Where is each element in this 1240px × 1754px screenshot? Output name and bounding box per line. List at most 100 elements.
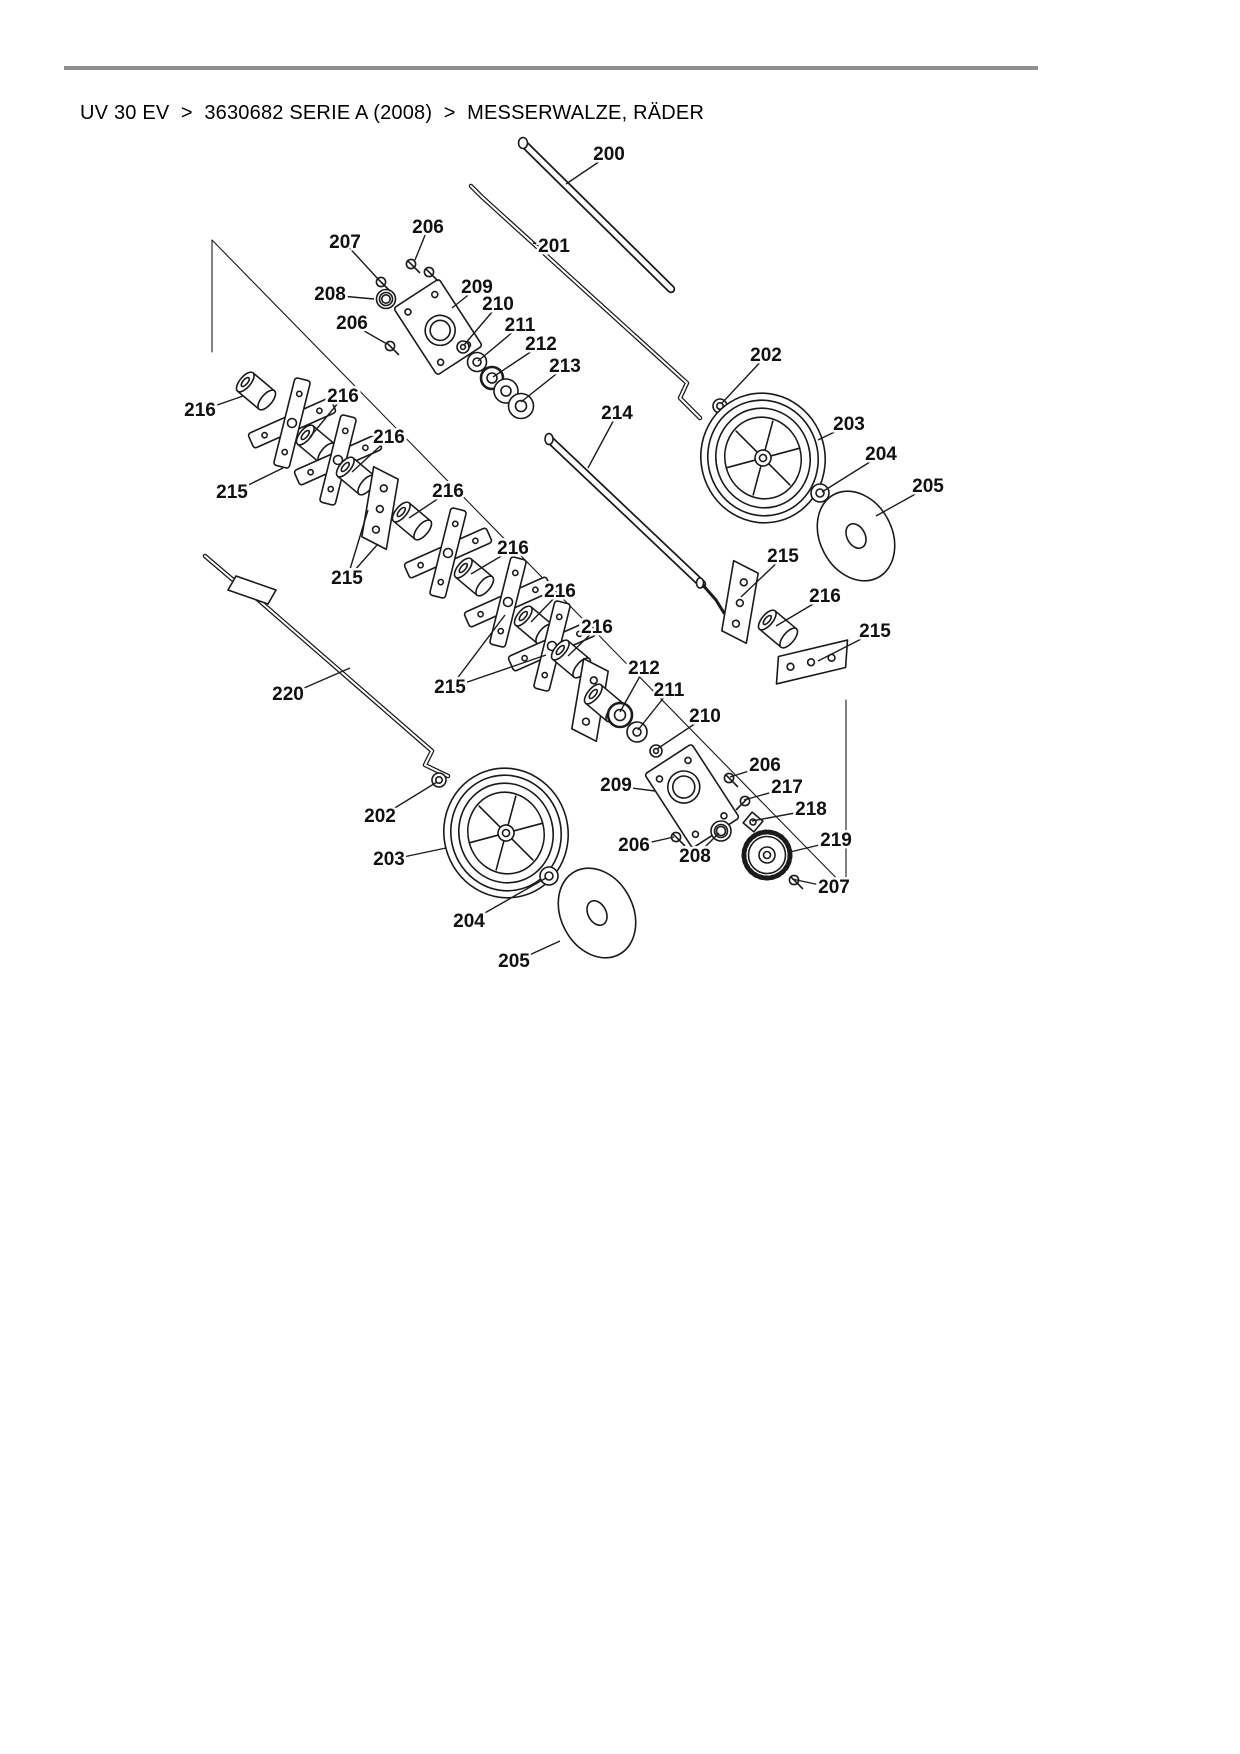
part-callout-203: 203 <box>373 849 405 870</box>
part-callout-203: 203 <box>833 414 865 435</box>
callout-leader-211 <box>477 325 521 362</box>
part-callout-206: 206 <box>749 755 781 776</box>
callout-leader-202 <box>379 781 438 818</box>
callout-leader-214 <box>587 413 618 469</box>
part-callout-202: 202 <box>364 806 396 827</box>
part-callout-206: 206 <box>618 835 650 856</box>
part-callout-213: 213 <box>549 356 581 377</box>
callout-leader-216 <box>567 627 598 657</box>
screw-206-b <box>423 266 439 282</box>
adjuster-rod-220 <box>202 553 451 779</box>
callout-leader-205 <box>875 486 929 517</box>
bearing-bracket-209-bottom <box>644 744 740 848</box>
spacer-216 <box>450 554 498 600</box>
callout-leader-218 <box>751 809 812 822</box>
callout-leader-213 <box>520 366 566 403</box>
spacer-216 <box>232 368 280 414</box>
part-callout-204: 204 <box>453 911 485 932</box>
callout-leader-216 <box>775 596 826 627</box>
part-callout-209: 209 <box>600 775 632 796</box>
callout-leader-216 <box>470 548 514 575</box>
callout-leader-220 <box>287 667 351 696</box>
knife-plate-215 <box>719 559 761 645</box>
washer-211-bottom <box>626 721 648 743</box>
part-callout-216: 216 <box>497 538 529 559</box>
rod-bracket <box>227 575 277 605</box>
callout-leader-207 <box>791 878 835 889</box>
callout-leader-208 <box>329 294 375 300</box>
callout-leader-202 <box>721 355 767 404</box>
part-callout-216: 216 <box>432 481 464 502</box>
part-callout-212: 212 <box>628 658 660 679</box>
part-callout-216: 216 <box>184 400 216 421</box>
callout-leader-211 <box>637 690 670 731</box>
part-callout-205: 205 <box>498 951 530 972</box>
callout-leader-205 <box>513 940 561 963</box>
callout-leader-216 <box>351 437 390 473</box>
callout-leader-215 <box>346 509 369 580</box>
callout-leader-208 <box>694 832 720 858</box>
callout-leader-216 <box>408 491 449 519</box>
screw-206-c <box>384 340 400 356</box>
callout-leader-215 <box>449 654 547 689</box>
part-callout-220: 220 <box>272 684 304 705</box>
part-callout-216: 216 <box>373 427 405 448</box>
part-callout-216: 216 <box>544 581 576 602</box>
bearing-212-bottom <box>606 701 634 729</box>
callout-leader-217 <box>743 787 788 801</box>
part-callout-215: 215 <box>216 482 248 503</box>
callout-leader-212 <box>619 668 645 713</box>
callout-leader-215 <box>740 556 784 598</box>
part-callout-208: 208 <box>679 846 711 867</box>
callout-leader-216 <box>309 396 344 438</box>
part-callout-207: 207 <box>329 232 361 253</box>
part-callout-206: 206 <box>336 313 368 334</box>
callout-leader-204 <box>821 454 882 493</box>
callout-leader-206 <box>729 765 766 778</box>
axle-nut-202-bottom <box>431 772 447 788</box>
part-callout-207: 207 <box>818 877 850 898</box>
screw-206-a <box>405 258 421 274</box>
callout-leader-216 <box>199 395 244 412</box>
wheel-203-top <box>685 378 841 538</box>
part-callout-210: 210 <box>689 706 721 727</box>
part-callout-205: 205 <box>912 476 944 497</box>
part-callout-217: 217 <box>771 777 803 798</box>
part-callout-212: 212 <box>525 334 557 355</box>
top-rule <box>64 66 1038 70</box>
hub-cap-204-top <box>810 483 830 503</box>
part-callout-202: 202 <box>750 345 782 366</box>
callout-leader-203 <box>388 847 447 861</box>
part-callout-216: 216 <box>809 586 841 607</box>
part-callout-215: 215 <box>859 621 891 642</box>
callout-leader-210 <box>656 716 706 750</box>
washers-213-top <box>493 378 535 420</box>
callout-leader-206 <box>633 836 675 847</box>
screw-207-top <box>375 276 391 292</box>
callout-leader-212 <box>492 344 542 378</box>
part-callout-215: 215 <box>331 568 363 589</box>
callout-leader-219 <box>789 840 837 853</box>
callout-leader-215 <box>449 614 506 689</box>
callout-leader-215 <box>231 467 284 494</box>
callout-leader-206 <box>414 227 429 261</box>
callout-leader-210 <box>463 304 499 346</box>
axle-shaft-214 <box>544 432 726 615</box>
screw-206-e <box>670 831 686 847</box>
frame-line <box>211 239 847 889</box>
callout-leader-215 <box>817 631 876 662</box>
part-callout-216: 216 <box>327 386 359 407</box>
callout-leader-206 <box>351 323 388 345</box>
part-callout-219: 219 <box>820 830 852 851</box>
part-callout-209: 209 <box>461 277 493 298</box>
handle-tube-200 <box>517 136 676 294</box>
part-callout-210: 210 <box>482 294 514 315</box>
part-callout-214: 214 <box>601 403 633 424</box>
part-callout-204: 204 <box>865 444 897 465</box>
washer-218 <box>742 811 764 833</box>
callout-leader-200 <box>565 154 610 185</box>
breadcrumb[interactable]: UV 30 EV > 3630682 SERIE A (2008) > MESS… <box>80 102 705 124</box>
brake-rod-201 <box>468 183 703 421</box>
washer-211-top <box>466 351 488 373</box>
